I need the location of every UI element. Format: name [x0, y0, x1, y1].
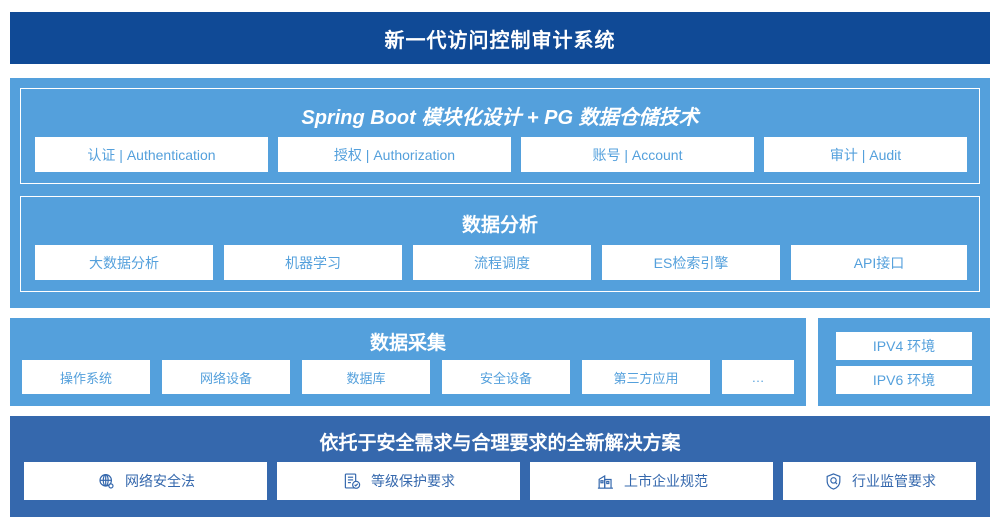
chip-label: 大数据分析: [89, 254, 159, 271]
chip-label: 网络设备: [199, 370, 252, 386]
platform-chip-authentication[interactable]: 认证 | Authentication: [35, 137, 268, 172]
chip-label: …: [751, 369, 765, 385]
collection-chip-network-device[interactable]: 网络设备: [162, 360, 290, 394]
collection-chip-security-device[interactable]: 安全设备: [442, 360, 570, 394]
platform-analysis-panel: Spring Boot 模块化设计 + PG 数据仓储技术 认证 | Authe…: [10, 78, 990, 308]
collection-chip-more[interactable]: …: [722, 360, 794, 394]
environment-panel: IPV4 环境 IPV6 环境: [818, 318, 990, 406]
analysis-section: 数据分析 大数据分析 机器学习 流程调度 ES检索引擎 API接口: [20, 196, 980, 292]
chip-label: 账号 | Account: [592, 146, 683, 163]
page-title-bar: 新一代访问控制审计系统: [10, 12, 990, 64]
chip-label: 审计 | Audit: [829, 146, 902, 163]
analysis-chip-machine-learning[interactable]: 机器学习: [224, 245, 402, 280]
building-icon: [595, 471, 615, 491]
collection-section-title: 数据采集: [369, 333, 446, 354]
shield-search-icon: [823, 471, 843, 491]
chip-label: 认证 | Authentication: [87, 146, 216, 163]
collection-chip-os[interactable]: 操作系统: [22, 360, 150, 394]
analysis-chip-process-scheduling[interactable]: 流程调度: [413, 245, 591, 280]
document-check-icon: [342, 471, 362, 491]
analysis-chip-es-search-engine[interactable]: ES检索引擎: [602, 245, 780, 280]
compliance-section-title: 依托于安全需求与合理要求的全新解决方案: [319, 433, 681, 454]
globe-icon: [96, 471, 116, 491]
compliance-chip-listed-enterprise[interactable]: 上市企业规范: [530, 462, 773, 500]
analysis-section-title: 数据分析: [461, 215, 538, 236]
chip-label: ES检索引擎: [653, 254, 729, 271]
chip-label: 机器学习: [285, 254, 341, 271]
compliance-chip-cybersecurity-law[interactable]: 网络安全法: [24, 462, 267, 500]
chip-label: 操作系统: [59, 370, 112, 386]
chip-label: 安全设备: [479, 370, 532, 386]
chip-label: IPV4 环境: [872, 338, 936, 354]
chip-label: 第三方应用: [613, 370, 679, 386]
chip-label: 数据库: [346, 370, 386, 386]
collection-panel: 数据采集 操作系统 网络设备 数据库 安全设备 第三方应用 …: [10, 318, 806, 406]
chip-label: API接口: [853, 254, 905, 271]
chip-label: 授权 | Authorization: [333, 146, 456, 163]
collection-chip-database[interactable]: 数据库: [302, 360, 430, 394]
platform-section: Spring Boot 模块化设计 + PG 数据仓储技术 认证 | Authe…: [20, 88, 980, 184]
chip-label: IPV6 环境: [872, 372, 936, 388]
platform-chip-authorization[interactable]: 授权 | Authorization: [278, 137, 511, 172]
platform-chip-account[interactable]: 账号 | Account: [521, 137, 754, 172]
platform-chip-audit[interactable]: 审计 | Audit: [764, 137, 967, 172]
analysis-chip-bigdata[interactable]: 大数据分析: [35, 245, 213, 280]
compliance-chip-industry-regulation[interactable]: 行业监管要求: [783, 462, 976, 500]
compliance-panel: 依托于安全需求与合理要求的全新解决方案 网络安全法: [10, 416, 990, 517]
chip-label: 行业监管要求: [852, 473, 936, 489]
compliance-chip-classified-protection[interactable]: 等级保护要求: [277, 462, 520, 500]
chip-label: 等级保护要求: [371, 473, 455, 489]
chip-label: 网络安全法: [125, 473, 195, 489]
environment-chip-ipv6[interactable]: IPV6 环境: [836, 366, 972, 394]
environment-chip-ipv4[interactable]: IPV4 环境: [836, 332, 972, 360]
collection-chip-third-party-app[interactable]: 第三方应用: [582, 360, 710, 394]
chip-label: 上市企业规范: [624, 473, 708, 489]
chip-label: 流程调度: [474, 254, 530, 271]
analysis-chip-api[interactable]: API接口: [791, 245, 967, 280]
page-title: 新一代访问控制审计系统: [384, 29, 616, 52]
platform-section-title: Spring Boot 模块化设计 + PG 数据仓储技术: [301, 107, 699, 129]
